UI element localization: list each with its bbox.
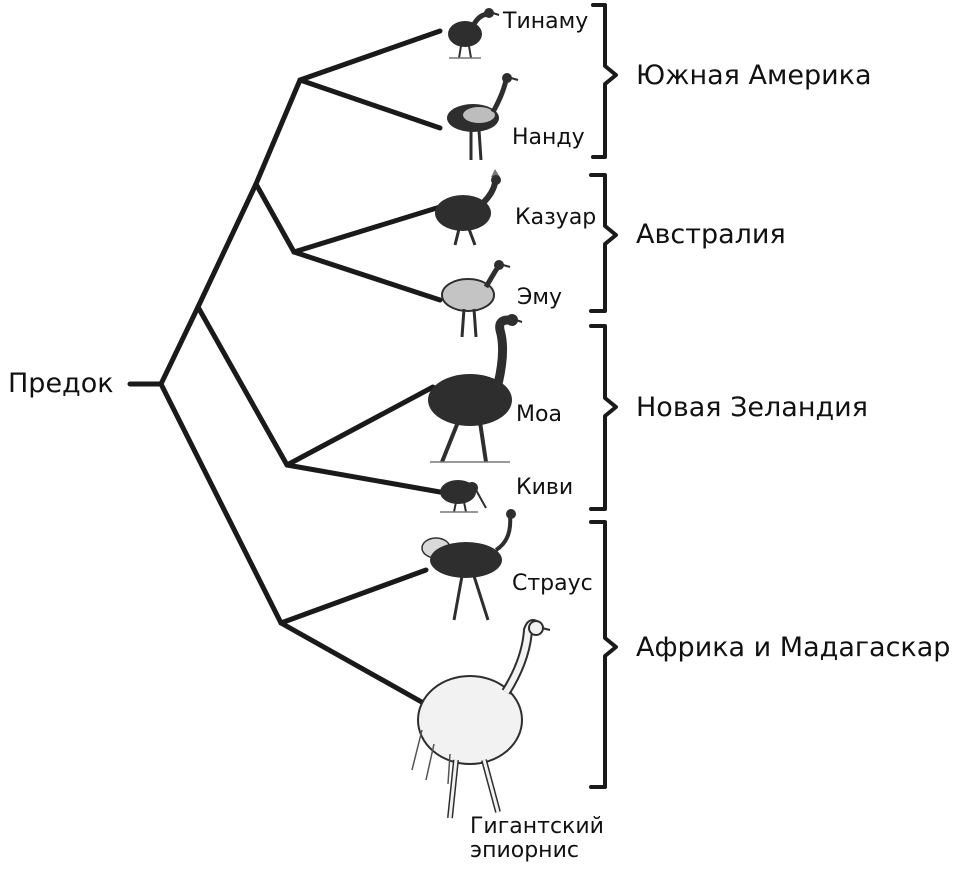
species-label-tinamou: Тинаму [503,9,589,34]
species-label-ostrich: Страус [512,571,593,596]
root-label: Предок [8,368,114,399]
species-label-rhea: Нанду [512,125,585,150]
brace-new-zealand [589,324,618,511]
region-label-south-america: Южная Америка [636,60,872,91]
branch-sa-stem [253,77,303,187]
branch-au-stem [253,181,297,255]
region-label-new-zealand: Новая Зеландия [636,392,868,423]
branch-moa [284,384,436,468]
branch-upper-a [195,181,259,310]
branch-rhea [297,77,443,131]
region-label-australia: Австралия [636,219,786,250]
kiwi-icon [440,480,487,513]
species-label-elephant-bird: Гигантский эпиорнис [470,814,604,864]
branch-elephant-bird [278,620,430,708]
ostrich-icon [421,509,516,621]
moa-icon [428,314,523,463]
species-label-cassowary: Казуар [515,205,597,230]
region-label-africa-madagascar: Африка и Мадагаскар [636,632,951,663]
species-label-kiwi: Киви [516,475,574,500]
tinamou-icon [448,8,500,59]
brace-australia [589,173,618,313]
cassowary-icon [435,169,501,246]
brace-africa [589,520,618,789]
branch-ostrich [278,567,429,626]
branch-emu [291,249,443,303]
species-label-emu: Эму [517,285,562,310]
branch-kiwi [284,462,443,495]
tree-branches [127,28,443,708]
region-braces [589,3,618,789]
branch-root-lower [158,381,284,626]
branch-root-upper [158,304,201,387]
branch-tinamou [297,28,443,83]
branch-cassowary [291,204,443,255]
emu-icon [441,260,511,338]
elephant-bird-icon [411,619,551,819]
branch-upper-b [195,304,290,468]
species-label-moa: Моа [516,402,562,427]
brace-south-america [591,3,618,159]
rhea-icon [447,73,519,161]
